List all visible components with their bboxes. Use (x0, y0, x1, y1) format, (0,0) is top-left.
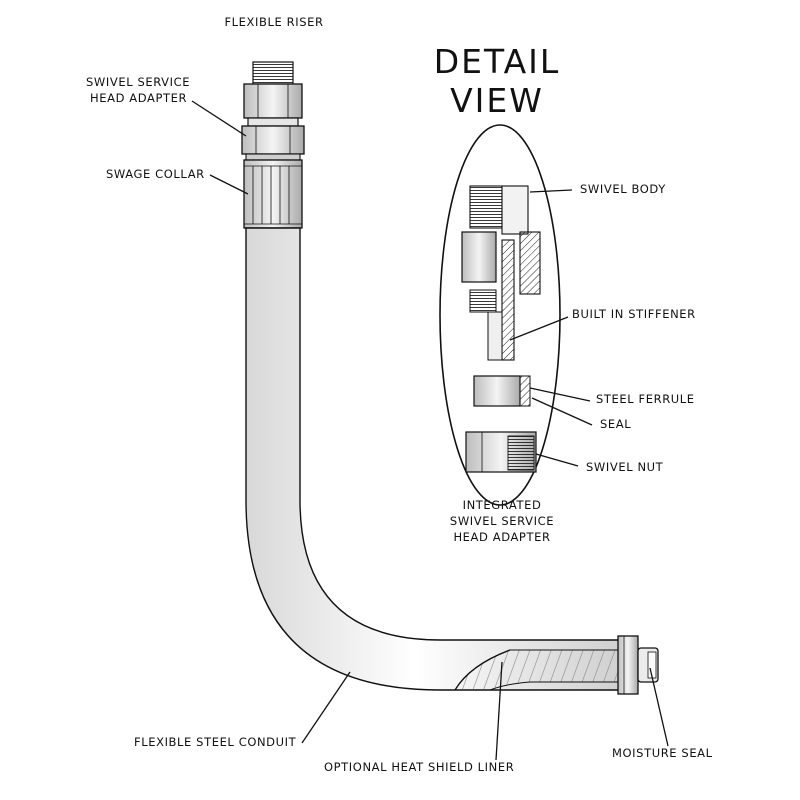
labels: FLEXIBLE RISER SWIVEL SERVICE HEAD ADAPT… (86, 15, 713, 774)
detail-view-ellipse (439, 124, 561, 506)
label-heat-shield-liner: OPTIONAL HEAT SHIELD LINER (324, 760, 514, 774)
label-swivel-nut: SWIVEL NUT (586, 460, 664, 474)
conduit-end-fitting (617, 635, 639, 695)
flexible-steel-conduit (245, 227, 621, 691)
steel-ferrule (473, 375, 521, 407)
leader-swage-collar (209, 174, 249, 195)
label-integrated-line2: SWIVEL SERVICE (450, 514, 554, 528)
leader-moisture-seal (649, 667, 669, 747)
riser-assembly (241, 61, 659, 695)
leader-conduit (301, 671, 351, 744)
label-swivel-body: SWIVEL BODY (580, 182, 666, 196)
swivel-head-adapter-hex (243, 83, 303, 119)
swivel-body-hex (461, 231, 497, 283)
swage-collar-body (243, 159, 303, 229)
leader-heat-shield (495, 661, 503, 761)
detail-view: DETAIL VIEW (434, 42, 561, 506)
label-swivel-adapter-line2: HEAD ADAPTER (90, 91, 187, 105)
leader-stiffener (509, 316, 569, 341)
detail-title-line1: DETAIL (434, 42, 561, 81)
detail-title-line2: VIEW (450, 81, 544, 120)
swivel-nut-hex (241, 125, 305, 155)
label-built-in-stiffener: BUILT IN STIFFENER (572, 307, 696, 321)
label-steel-ferrule: STEEL FERRULE (596, 392, 695, 406)
leader-lines (191, 100, 669, 761)
adapter-collar-band (247, 117, 299, 127)
label-integrated-line1: INTEGRATED (463, 498, 542, 512)
label-swivel-adapter-line1: SWIVEL SERVICE (86, 75, 190, 89)
built-in-stiffener (501, 239, 515, 361)
leader-swivel-adapter (191, 100, 247, 137)
label-flexible-steel-conduit: FLEXIBLE STEEL CONDUIT (134, 735, 297, 749)
riser-threaded-nipple (252, 61, 294, 85)
label-seal: SEAL (600, 417, 631, 431)
swivel-body-section (519, 231, 541, 295)
leader-swivel-nut (535, 453, 579, 467)
label-swage-collar: SWAGE COLLAR (106, 167, 205, 181)
leader-seal (531, 397, 593, 426)
label-integrated-line3: HEAD ADAPTER (453, 530, 550, 544)
leader-swivel-body (529, 189, 573, 193)
swivel-body-threads (469, 185, 503, 229)
leader-steel-ferrule (529, 387, 591, 402)
label-flexible-riser: FLEXIBLE RISER (224, 15, 323, 29)
label-moisture-seal: MOISTURE SEAL (612, 746, 713, 760)
